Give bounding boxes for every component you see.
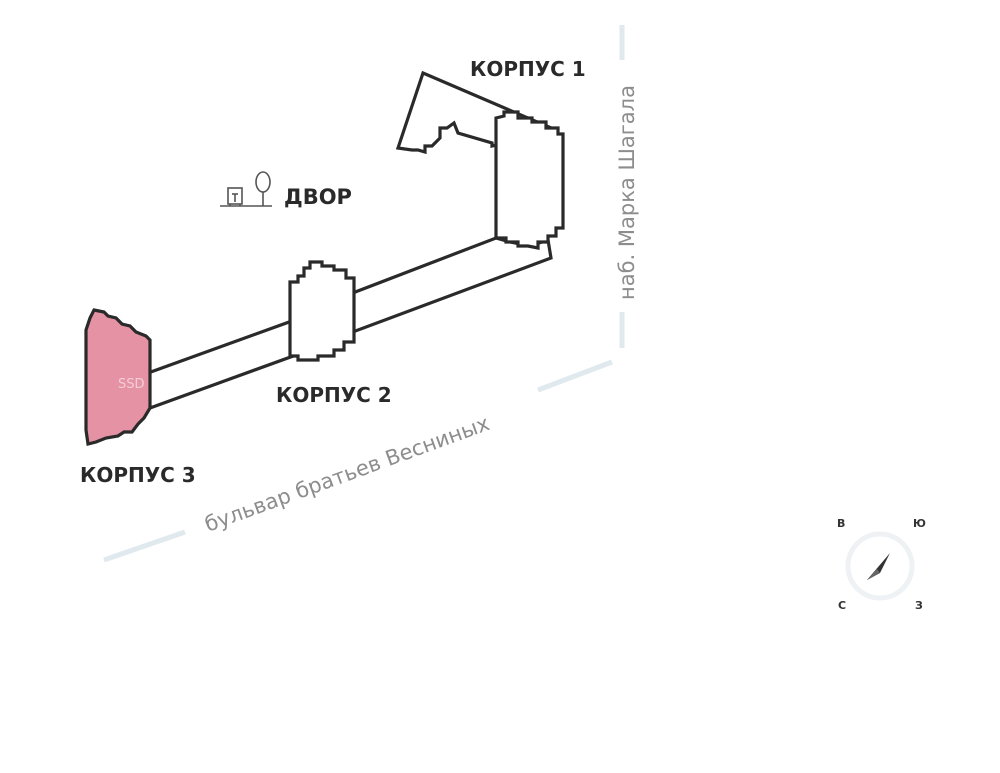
connector-wing-2-1[interactable] xyxy=(348,236,553,336)
embankment-street-label: наб. Марка Шагала xyxy=(615,85,639,300)
connector-wing-3-2[interactable] xyxy=(146,318,298,411)
boulevard-street-label: бульвар братьев Весниных xyxy=(202,411,493,537)
building-2[interactable] xyxy=(288,260,356,362)
boulevard-road-right xyxy=(537,359,613,393)
building-3-label: КОРПУС 3 xyxy=(80,463,196,487)
building-1[interactable] xyxy=(494,110,565,250)
yard-label: ДВОР xyxy=(284,185,352,209)
compass-label-bottom-right: З xyxy=(915,599,923,612)
boulevard-road-left xyxy=(103,529,186,563)
compass: В Ю С З xyxy=(837,517,926,612)
compass-arrow-icon xyxy=(867,553,890,580)
building-3[interactable] xyxy=(84,308,152,446)
watermark: SSD xyxy=(118,377,145,392)
compass-label-bottom-left: С xyxy=(838,599,846,612)
building-1-label: КОРПУС 1 xyxy=(470,57,586,81)
bench-tree-icon xyxy=(220,171,272,207)
building-2-label: КОРПУС 2 xyxy=(276,383,392,407)
compass-label-top-left: В xyxy=(837,517,845,530)
compass-label-top-right: Ю xyxy=(913,517,926,530)
